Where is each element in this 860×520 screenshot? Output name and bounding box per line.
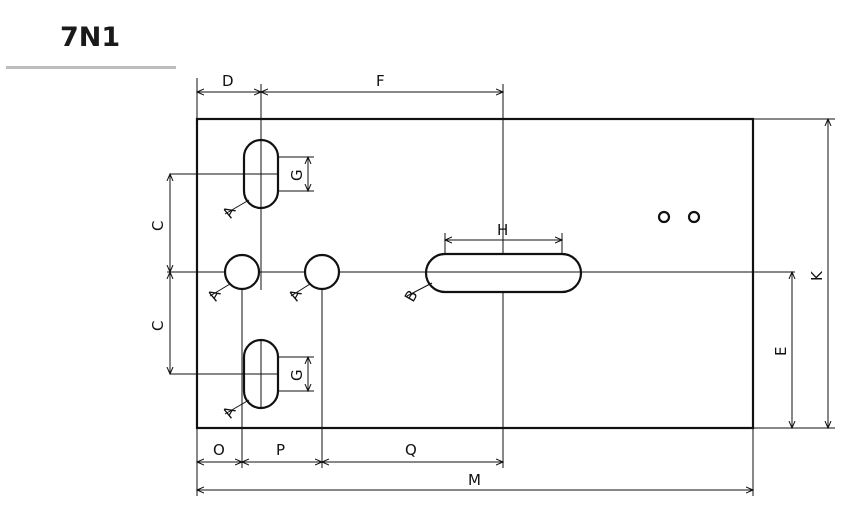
dim-label-g-bottom: G [288, 369, 306, 381]
slot-long [424, 252, 583, 294]
dim-label-k: K [808, 270, 826, 281]
small-hole-2 [687, 210, 701, 224]
hole-left [223, 253, 261, 291]
dim-label-c-bottom: C [149, 321, 167, 331]
dim-label-q: Q [405, 441, 417, 459]
drawing-title: 7N1 [60, 22, 121, 53]
dim-label-m: M [468, 471, 481, 489]
dim-label-o: O [213, 441, 225, 459]
dim-label-c-top: C [149, 221, 167, 231]
dim-label-g-top: G [288, 169, 306, 181]
dim-label-h: H [497, 221, 508, 239]
dim-label-d: D [222, 72, 234, 90]
small-hole-1 [657, 210, 671, 224]
hole-middle [303, 253, 341, 291]
dim-label-p: P [276, 441, 285, 459]
title-underline [6, 66, 176, 69]
dim-label-f: F [376, 72, 385, 90]
dim-label-e: E [772, 347, 790, 356]
